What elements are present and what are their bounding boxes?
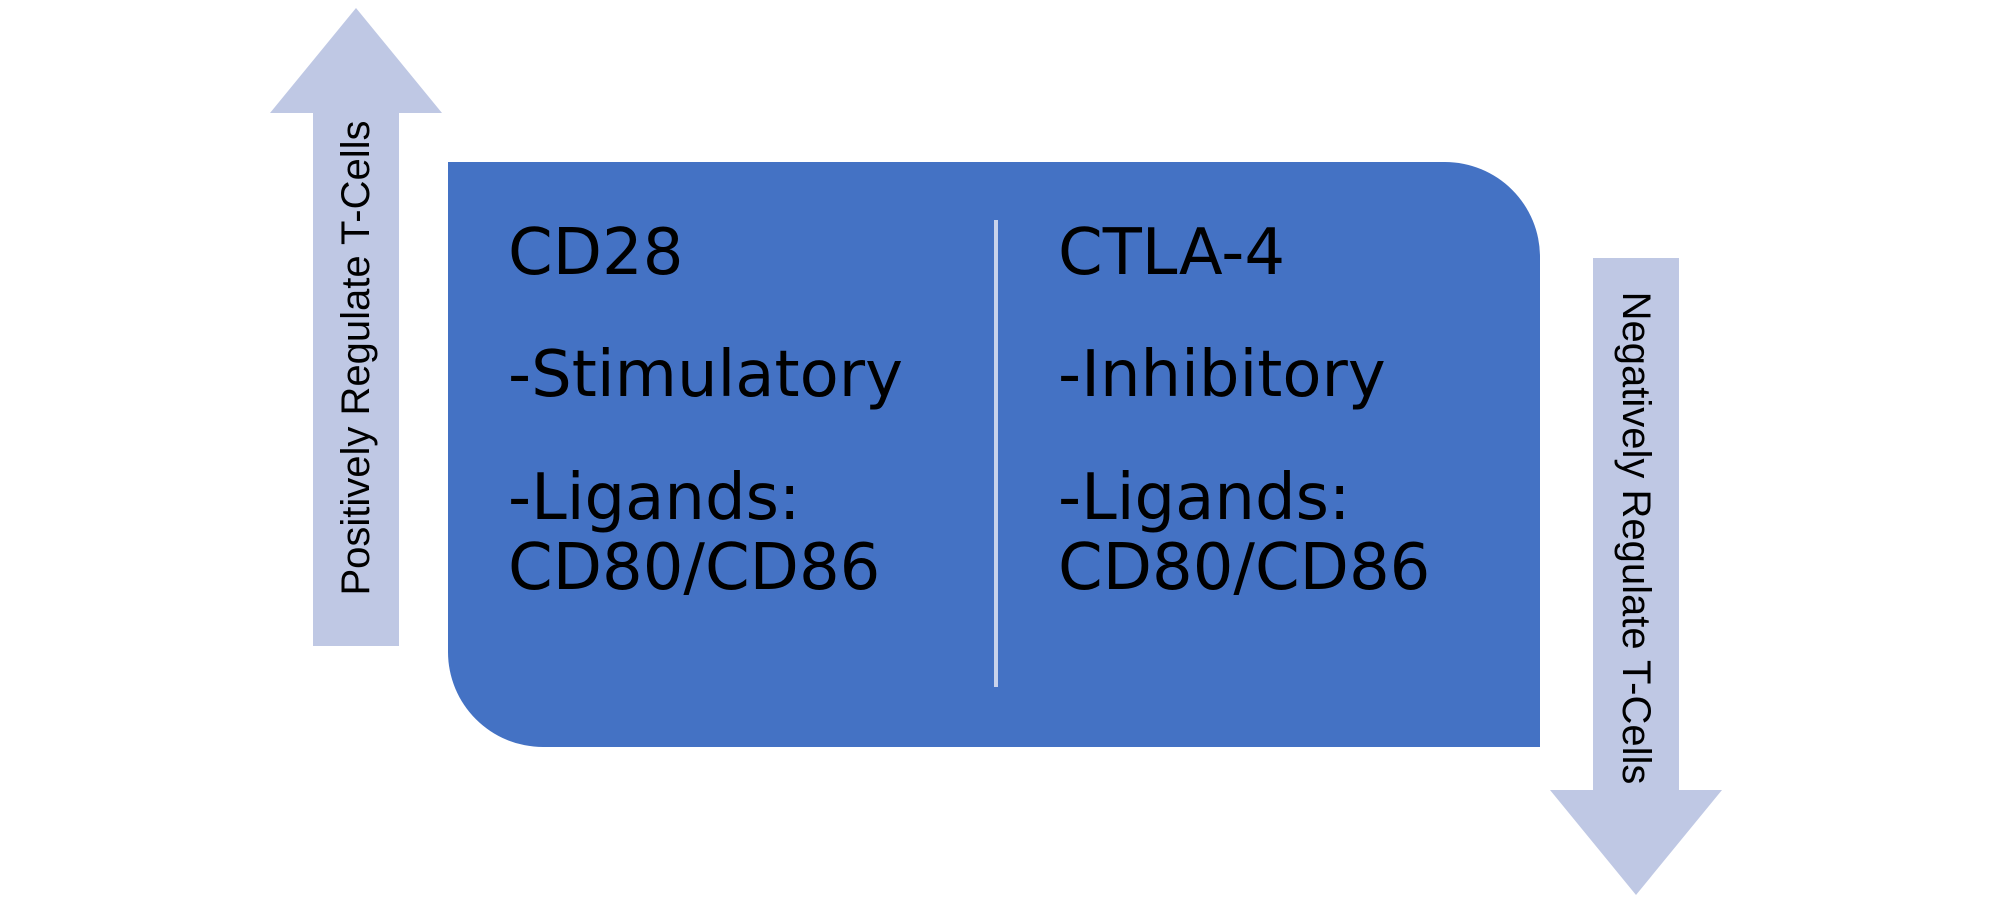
negative-regulation-arrow: Negatively Regulate T-Cells	[1550, 258, 1722, 895]
positive-regulation-arrow: Positively Regulate T-Cells	[270, 8, 442, 646]
cd28-panel: CD28 -Stimulatory -Ligands: CD80/CD86	[508, 218, 903, 604]
up-arrow-icon	[270, 8, 442, 646]
negative-regulation-label: Negatively Regulate T-Cells	[1614, 291, 1658, 785]
ctla4-title: CTLA-4	[1058, 216, 1286, 290]
receptor-comparison-box: CD28 -Stimulatory -Ligands: CD80/CD86 CT…	[448, 162, 1540, 747]
ctla4-ligands-value: CD80/CD86	[1058, 531, 1431, 606]
cd28-ligands-label: -Ligands:	[508, 460, 801, 535]
down-arrow-icon	[1550, 258, 1722, 895]
positive-regulation-label: Positively Regulate T-Cells	[334, 120, 378, 596]
ctla4-ligands-label: -Ligands:	[1058, 460, 1351, 535]
cd28-title: CD28	[508, 216, 684, 290]
ctla4-type: -Inhibitory	[1058, 338, 1386, 413]
cd28-ligands-value: CD80/CD86	[508, 531, 881, 606]
ctla4-panel: CTLA-4 -Inhibitory -Ligands: CD80/CD86	[1058, 218, 1430, 604]
panel-divider	[994, 220, 998, 687]
cd28-type: -Stimulatory	[508, 338, 903, 413]
